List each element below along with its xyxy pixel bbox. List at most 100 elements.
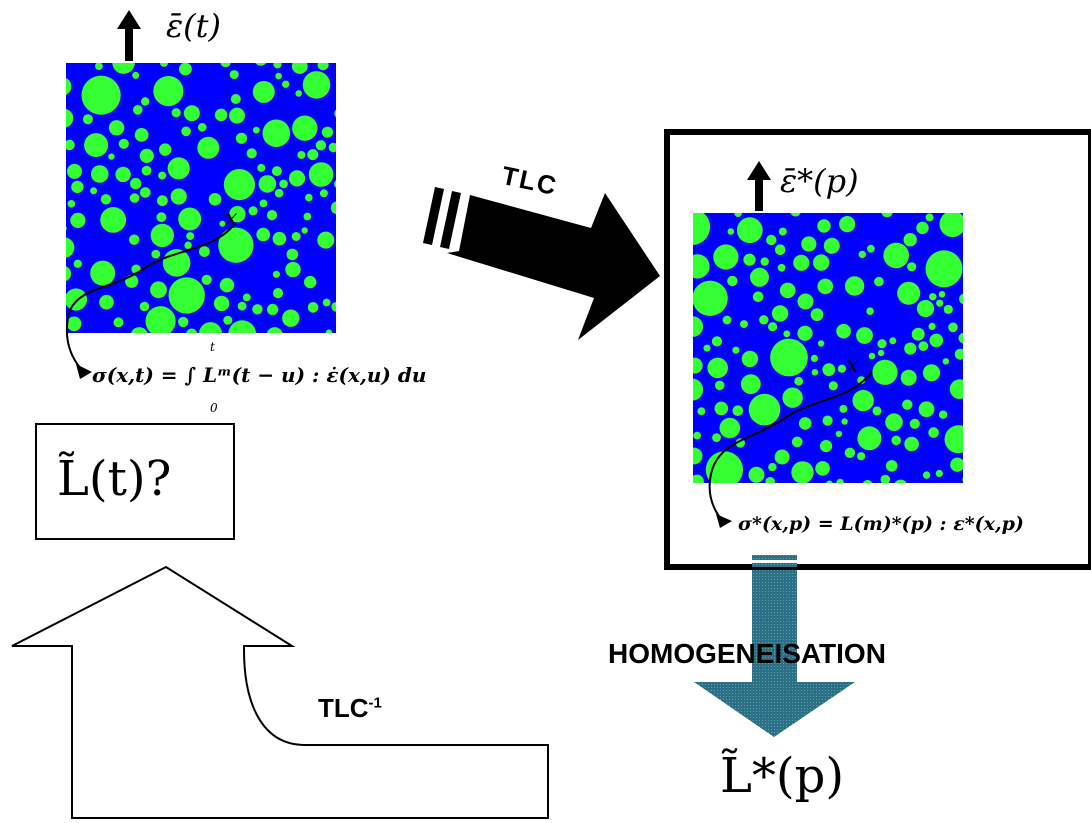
- inclusion: [66, 266, 72, 282]
- inclusion: [736, 217, 763, 244]
- inclusion: [794, 376, 804, 386]
- inclusion: [90, 187, 98, 195]
- inclusion: [811, 369, 819, 376]
- inclusion: [302, 71, 331, 99]
- inclusion: [857, 426, 882, 451]
- inclusion: [157, 195, 168, 207]
- inclusion: [705, 451, 743, 483]
- inclusion: [282, 309, 300, 327]
- strain-label-laplace: ε̄*(p): [780, 162, 859, 200]
- inclusion: [81, 75, 121, 115]
- inclusion: [66, 237, 75, 258]
- effective-modulus-box: L̃(t)?: [35, 423, 235, 540]
- inclusion: [156, 212, 167, 223]
- inclusion: [868, 352, 876, 360]
- inclusion: [741, 350, 759, 368]
- microstructure-time: [66, 63, 336, 333]
- inclusion: [837, 364, 847, 373]
- inclusion: [856, 327, 873, 344]
- inclusion: [139, 148, 154, 163]
- inclusion: [693, 254, 710, 279]
- inclusion: [108, 120, 125, 136]
- inclusion: [229, 107, 245, 124]
- strain-arrow-up-1: [117, 10, 141, 61]
- inclusion: [131, 327, 148, 333]
- inclusion: [150, 281, 167, 299]
- inclusion: [760, 257, 769, 266]
- inclusion: [140, 187, 151, 198]
- inclusion: [218, 227, 254, 263]
- inclusion: [67, 163, 82, 179]
- inclusion: [220, 63, 231, 68]
- inclusion: [108, 153, 115, 160]
- inclusion: [317, 231, 335, 249]
- inclusion: [66, 78, 72, 95]
- inclusion: [90, 260, 116, 286]
- inclusion: [334, 180, 336, 188]
- inclusion: [958, 332, 963, 344]
- inclusion: [903, 233, 917, 247]
- inclusion: [272, 270, 280, 278]
- inclusion: [793, 254, 810, 271]
- inclusion: [697, 407, 706, 416]
- inclusion: [954, 348, 963, 360]
- point-x-label-laplace: x: [846, 353, 859, 378]
- inclusion: [768, 322, 778, 332]
- inclusion: [839, 216, 856, 233]
- inclusion: [693, 316, 704, 337]
- inclusion: [228, 320, 257, 333]
- inclusion: [292, 115, 318, 141]
- inclusion: [252, 304, 263, 315]
- inclusion: [295, 90, 303, 97]
- inclusion: [791, 461, 814, 483]
- inclusion: [334, 109, 336, 118]
- inclusion: [168, 277, 205, 314]
- inclusion: [904, 436, 919, 452]
- inclusion: [66, 226, 67, 231]
- inclusion: [918, 401, 935, 418]
- tlc-inverse-exponent: -1: [368, 694, 382, 712]
- inclusion: [877, 339, 887, 349]
- inclusion: [248, 206, 258, 216]
- inclusion: [325, 329, 333, 333]
- inclusion: [317, 63, 329, 71]
- inclusion: [922, 471, 931, 479]
- inclusion: [274, 188, 284, 198]
- inclusion: [752, 291, 764, 303]
- inclusion: [823, 237, 840, 254]
- inclusion: [938, 291, 946, 298]
- inclusion: [230, 94, 241, 104]
- inclusion: [765, 476, 775, 483]
- inclusion: [213, 295, 230, 312]
- inclusion: [877, 349, 885, 357]
- tlc-arrow-body: [447, 193, 660, 340]
- inclusion: [900, 369, 917, 386]
- inclusion: [844, 447, 856, 458]
- laplace-frame: [664, 129, 1091, 570]
- inclusion: [219, 220, 226, 227]
- inclusion: [258, 175, 277, 193]
- inclusion: [885, 460, 898, 472]
- inclusion: [774, 449, 790, 465]
- inclusion: [714, 380, 725, 391]
- inclusion: [817, 219, 831, 233]
- inclusion: [118, 138, 129, 149]
- inclusion: [130, 177, 142, 190]
- inclusion: [839, 404, 848, 413]
- inclusion: [181, 126, 191, 137]
- inclusion: [252, 126, 260, 134]
- inclusion: [936, 299, 944, 307]
- inclusion: [159, 143, 172, 156]
- inclusion: [304, 275, 317, 289]
- constitutive-equation-laplace: σ*(x,p) = L(m)*(p) : ε*(x,p): [738, 513, 1024, 535]
- inclusion: [768, 462, 777, 472]
- inclusion: [734, 213, 742, 217]
- inclusion: [255, 63, 267, 66]
- inclusion: [727, 228, 735, 235]
- inclusion: [286, 248, 299, 261]
- inclusion: [141, 165, 152, 176]
- inclusion: [186, 328, 198, 333]
- tlc-inverse-label: TLC-1: [318, 695, 382, 721]
- tlc-arrow: [423, 187, 660, 340]
- inclusion: [113, 317, 124, 328]
